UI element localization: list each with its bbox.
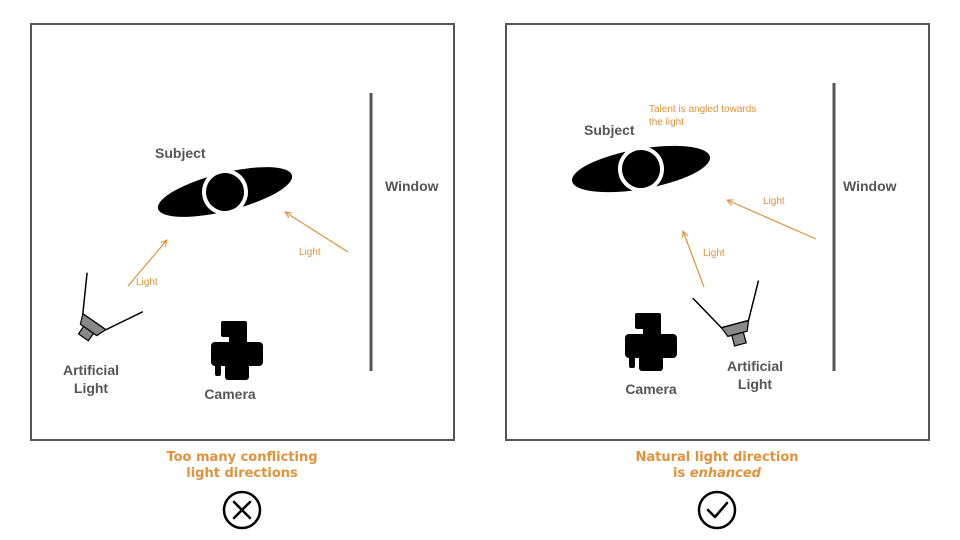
left-subject-shape bbox=[157, 167, 293, 217]
right-caption-line1: Natural light direction bbox=[635, 450, 799, 465]
right-panel: Window Subject Talent is angled towards … bbox=[505, 23, 930, 441]
left-caption: Too many conflicting light directions bbox=[92, 450, 392, 482]
check-circle-icon bbox=[697, 490, 737, 530]
left-window-label: Window bbox=[385, 178, 439, 194]
right-subject-label: Subject bbox=[584, 122, 635, 138]
left-artificial-light-icon bbox=[77, 272, 144, 342]
right-note-line1: Talent is angled towards bbox=[649, 104, 756, 115]
right-panel-frame bbox=[505, 23, 930, 441]
left-caption-line2: light directions bbox=[186, 466, 298, 481]
right-window-label: Window bbox=[843, 178, 897, 194]
right-note-line2: the light bbox=[649, 117, 684, 128]
right-artificial-label-line1: Artificial bbox=[727, 358, 783, 374]
left-subject-label: Subject bbox=[155, 145, 206, 161]
left-caption-line1: Too many conflicting bbox=[166, 450, 318, 465]
left-panel-frame bbox=[30, 23, 455, 441]
left-artificial-label-line1: Artificial bbox=[63, 362, 119, 378]
right-caption-emphasis: enhanced bbox=[689, 466, 761, 481]
right-artificial-light-icon bbox=[692, 280, 760, 347]
right-caption-prefix: is bbox=[673, 466, 690, 481]
x-circle-icon bbox=[222, 490, 262, 530]
right-caption-line2: is enhanced bbox=[567, 466, 867, 482]
right-arrow-window bbox=[727, 200, 817, 240]
left-camera-icon bbox=[211, 321, 263, 380]
left-light-label-artificial: Light bbox=[136, 277, 158, 288]
right-subject-shape bbox=[571, 145, 711, 193]
right-camera-icon bbox=[625, 313, 677, 371]
left-light-label-window: Light bbox=[299, 247, 321, 258]
right-artificial-label-line2: Light bbox=[738, 376, 773, 392]
left-arrow-window bbox=[285, 212, 349, 253]
right-camera-label: Camera bbox=[625, 381, 677, 397]
left-artificial-label-line2: Light bbox=[74, 380, 109, 396]
left-camera-label: Camera bbox=[204, 386, 256, 402]
right-light-label-artificial: Light bbox=[703, 248, 725, 259]
left-arrow-artificial bbox=[127, 240, 167, 287]
left-panel: Window Subject Light Light Artificial Li… bbox=[30, 23, 455, 441]
right-arrow-artificial bbox=[683, 231, 705, 288]
right-caption: Natural light direction is enhanced bbox=[567, 450, 867, 482]
right-light-label-window: Light bbox=[763, 196, 785, 207]
